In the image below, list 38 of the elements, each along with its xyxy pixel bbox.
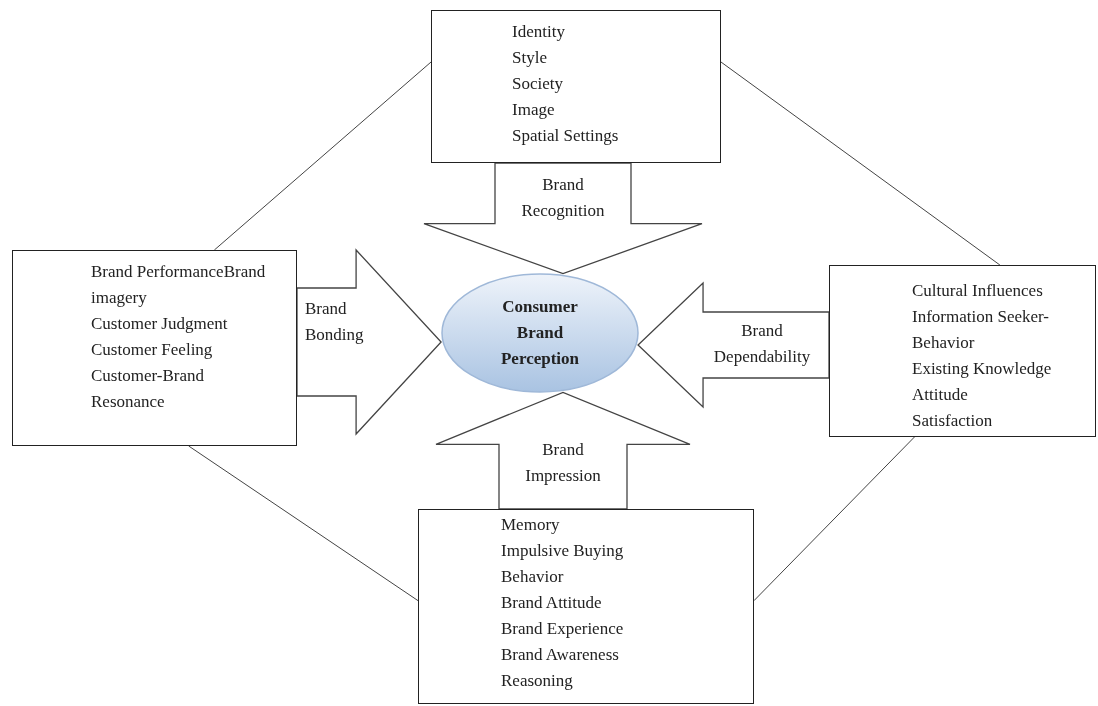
list-item: Impulsive Buying Behavior <box>501 540 625 588</box>
list-item: Brand PerformanceBrand imagery <box>91 261 267 309</box>
list-item: Existing Knowledge <box>912 358 1052 380</box>
list-item: Brand Awareness <box>501 644 619 666</box>
list-item: Reasoning <box>501 670 573 692</box>
block-arrow <box>423 162 703 275</box>
connector-line <box>188 445 419 602</box>
list-item: Image <box>512 99 555 121</box>
connector-line <box>753 436 915 602</box>
block-arrow <box>435 391 691 510</box>
arrow-label: Brand Bonding <box>305 298 365 346</box>
list-item: Brand Attitude <box>501 592 602 614</box>
block-arrow <box>637 281 830 409</box>
list-item: Customer-Brand Resonance <box>91 365 205 413</box>
list-item: Customer Judgment <box>91 313 228 335</box>
center-label: Consumer Brand Perception <box>499 296 581 370</box>
list-item: Spatial Settings <box>512 125 619 147</box>
center-ellipse <box>440 272 640 394</box>
block-arrow <box>296 248 442 436</box>
list-item: Society <box>512 73 563 95</box>
list-item: Style <box>512 47 547 69</box>
list-item: Identity <box>512 21 565 43</box>
list-item: Cultural Influences <box>912 280 1043 302</box>
list-item: Customer Feeling <box>91 339 213 361</box>
arrow-label: Brand Recognition <box>520 174 606 222</box>
connector-line <box>720 61 1001 266</box>
list-item: Attitude <box>912 384 968 406</box>
list-item: Satisfaction <box>912 410 993 432</box>
list-item: Brand Experience <box>501 618 624 640</box>
list-item: Memory <box>501 514 560 536</box>
list-item: Information Seeker- Behavior <box>912 306 1051 354</box>
list-box <box>418 509 754 704</box>
list-box <box>829 265 1096 437</box>
list-box <box>12 250 297 446</box>
arrow-label: Brand Dependability <box>712 320 812 368</box>
list-box <box>431 10 721 163</box>
connector-line <box>213 61 432 251</box>
arrow-label: Brand Impression <box>524 439 602 487</box>
